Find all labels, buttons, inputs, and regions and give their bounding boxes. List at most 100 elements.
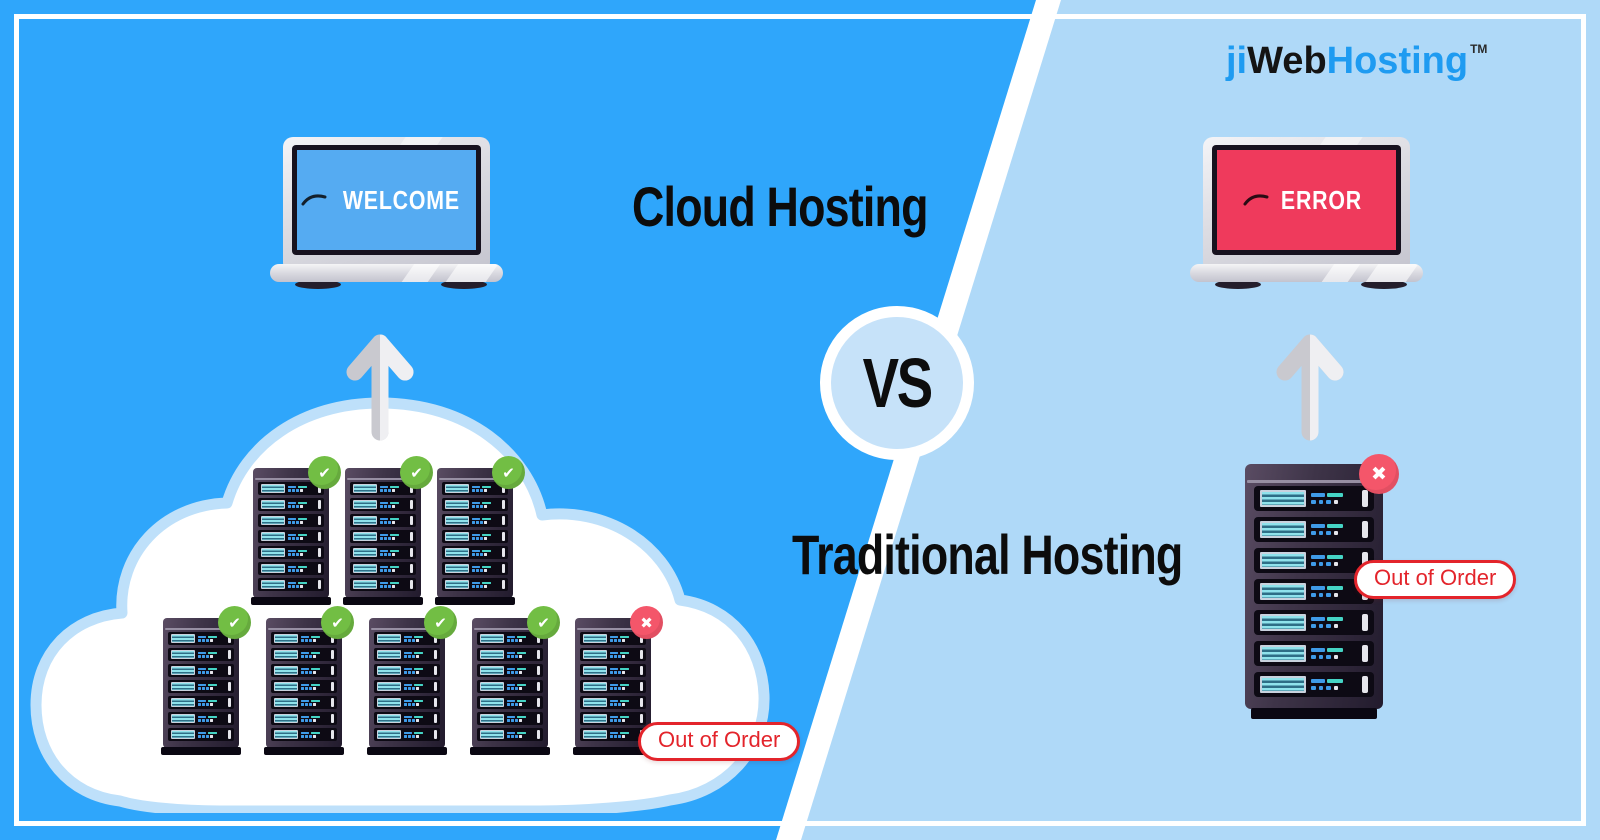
server-unit [271,664,337,677]
server-unit [271,712,337,725]
server-unit [580,712,646,725]
server-rack: ✔ [435,456,525,605]
laptop-foot [441,280,487,289]
server-unit [374,664,440,677]
laptop-foot [1361,280,1407,289]
server-unit [374,712,440,725]
server-unit [442,578,508,591]
server-unit [442,498,508,511]
check-icon: ✔ [308,456,341,489]
server-rack: ✔ [367,606,457,755]
server-unit [258,562,324,575]
server-unit [580,648,646,661]
server-unit [350,482,416,495]
server-unit [580,664,646,677]
server-unit [477,712,543,725]
up-arrow-icon [1276,334,1344,441]
server-rack: ✔ [264,606,354,755]
server-unit [477,696,543,709]
server-unit [442,482,508,495]
server-unit [580,680,646,693]
vs-label: VS [862,344,934,422]
server-unit [374,648,440,661]
server-unit [1254,517,1374,542]
server-rack: ✔ [343,456,433,605]
check-icon: ✔ [321,606,354,639]
server-unit [258,514,324,527]
out-of-order-label-left: Out of Order [638,722,801,761]
laptop-lid: ERROR [1203,137,1410,265]
server-unit [1254,672,1374,697]
server-unit [477,728,543,741]
laptop-base [1190,264,1423,282]
server-unit [271,696,337,709]
check-icon: ✔ [218,606,251,639]
server-rack: ✔ [251,456,341,605]
laptop-bezel: ERROR [1212,145,1401,255]
cross-icon: ✖ [1359,454,1399,494]
server-unit [350,530,416,543]
server-unit [374,728,440,741]
server-unit [442,514,508,527]
screen-text: WELCOME [342,184,460,215]
server-unit [168,680,234,693]
logo-mid: Web [1247,40,1327,82]
server-unit [271,680,337,693]
server-unit [350,514,416,527]
trademark-symbol: TM [1470,42,1488,56]
cloud-hosting-title: Cloud Hosting [632,175,928,238]
swoosh-icon [1243,194,1269,206]
server-unit [1254,641,1374,666]
out-of-order-label-right: Out of Order [1354,560,1517,599]
server-unit [350,498,416,511]
server-unit [374,680,440,693]
laptop-foot [1215,280,1261,289]
screen-text: ERROR [1280,184,1362,215]
welcome-screen: WELCOME [297,150,476,250]
error-screen: ERROR [1217,150,1396,250]
server-rack: ✔ [161,606,251,755]
up-arrow-icon [346,334,414,441]
server-unit [1254,610,1374,635]
server-unit [477,648,543,661]
server-unit [580,696,646,709]
laptop-lid: WELCOME [283,137,490,265]
server-unit [580,728,646,741]
server-unit [258,546,324,559]
server-unit [1254,486,1374,511]
check-icon: ✔ [527,606,560,639]
vs-badge: VS [820,306,974,460]
laptop-bezel: WELCOME [292,145,481,255]
server-rack: ✔ [470,606,560,755]
server-unit [350,578,416,591]
server-unit [442,530,508,543]
check-icon: ✔ [424,606,457,639]
laptop-base [270,264,503,282]
server-unit [258,578,324,591]
logo-suffix: Hosting [1326,40,1469,82]
laptop-foot [295,280,341,289]
server-unit [374,696,440,709]
traditional-rack-container: ✖ [1245,454,1399,719]
cloud-rack-row-top: ✔ ✔ ✔ [251,456,525,605]
server-unit [258,530,324,543]
server-rack: ✖ [573,606,663,755]
server-unit [477,680,543,693]
server-rack: ✖ [1245,454,1399,719]
check-icon: ✔ [492,456,525,489]
server-unit [442,546,508,559]
traditional-hosting-title: Traditional Hosting [792,523,1183,586]
swoosh-icon [301,194,327,206]
server-unit [168,728,234,741]
server-unit [271,728,337,741]
logo-prefix: ji [1226,40,1248,82]
check-icon: ✔ [400,456,433,489]
server-unit [168,664,234,677]
server-unit [168,712,234,725]
server-unit [350,562,416,575]
server-unit [258,498,324,511]
server-unit [442,562,508,575]
error-laptop: ERROR [1190,137,1423,289]
